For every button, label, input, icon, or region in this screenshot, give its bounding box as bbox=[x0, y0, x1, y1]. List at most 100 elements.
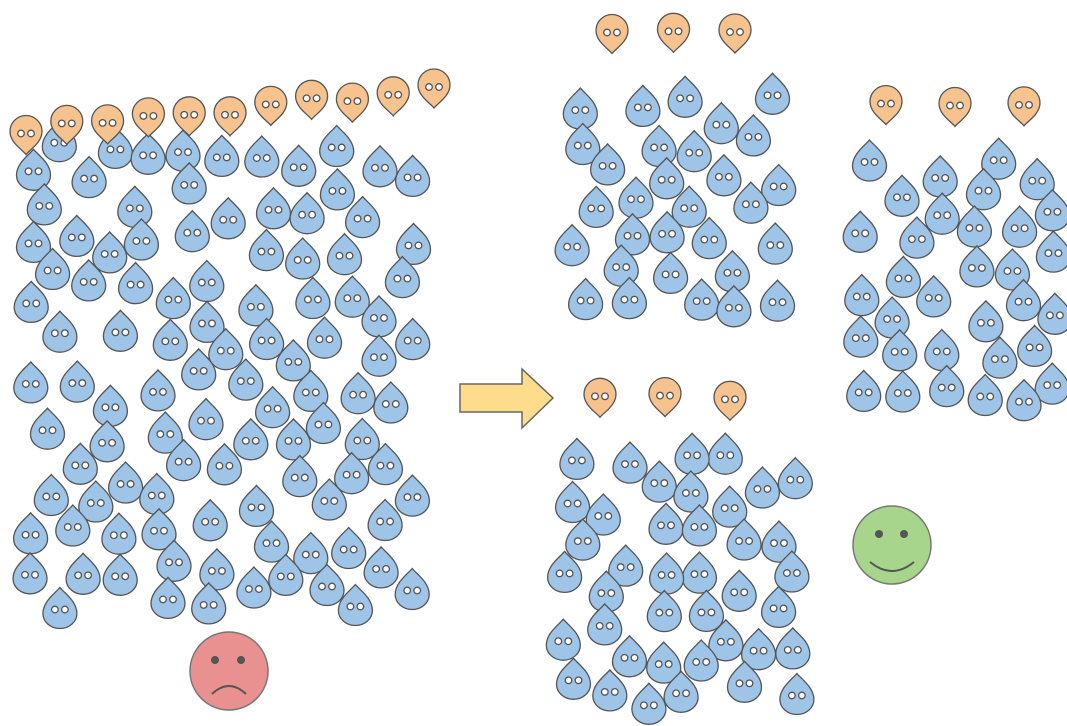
blue-drop-person-icon bbox=[649, 210, 685, 254]
blue-drop-person-icon bbox=[394, 154, 431, 198]
blue-drop-person-icon bbox=[208, 327, 244, 371]
blue-drop-person-icon bbox=[333, 451, 370, 495]
blue-drop-person-icon bbox=[631, 682, 667, 725]
blue-drop-person-icon bbox=[842, 210, 878, 253]
blue-drop-person-icon bbox=[238, 484, 275, 528]
left-team-managers bbox=[9, 68, 451, 156]
blue-drop-person-icon bbox=[12, 551, 48, 595]
blue-drop-person-icon bbox=[228, 358, 264, 401]
blue-drop-person-icon bbox=[362, 144, 398, 188]
blue-drop-person-icon bbox=[55, 503, 91, 547]
blue-drop-person-icon bbox=[42, 310, 78, 353]
blue-drop-person-icon bbox=[337, 583, 374, 627]
blue-drop-person-icon bbox=[1005, 278, 1042, 322]
blue-drop-person-icon bbox=[306, 316, 343, 359]
blue-drop-person-icon bbox=[171, 161, 207, 205]
blue-drop-person-icon bbox=[275, 417, 312, 461]
blue-drop-person-icon bbox=[843, 315, 879, 358]
blue-drop-person-icon bbox=[233, 417, 269, 461]
blue-drop-person-icon bbox=[716, 284, 752, 328]
blue-drop-person-icon bbox=[681, 551, 718, 594]
orange-head-person-icon bbox=[90, 104, 125, 145]
blue-drop-person-icon bbox=[340, 371, 376, 415]
blue-drop-person-icon bbox=[706, 153, 742, 197]
blue-drop-person-icon bbox=[394, 567, 430, 611]
blue-drop-person-icon bbox=[775, 626, 811, 670]
blue-drop-person-icon bbox=[779, 672, 815, 716]
blue-drop-person-icon bbox=[395, 222, 432, 266]
blue-drop-person-icon bbox=[384, 255, 421, 299]
blue-drop-person-icon bbox=[559, 437, 595, 481]
blue-drop-person-icon bbox=[275, 338, 311, 382]
orange-head-person-icon bbox=[376, 76, 410, 117]
blue-drop-person-icon bbox=[688, 589, 725, 633]
blue-drop-person-icon bbox=[922, 154, 958, 198]
blue-drop-person-icon bbox=[611, 276, 648, 320]
blue-drop-person-icon bbox=[140, 368, 176, 412]
right-arrow-icon bbox=[459, 367, 555, 430]
blue-drop-person-icon bbox=[1037, 292, 1067, 335]
blue-drop-person-icon bbox=[117, 185, 153, 228]
blue-drop-person-icon bbox=[567, 277, 604, 321]
blue-drop-person-icon bbox=[874, 295, 910, 339]
blue-drop-person-icon bbox=[565, 518, 601, 561]
blue-drop-person-icon bbox=[646, 589, 682, 633]
split-teams bbox=[545, 12, 1067, 725]
sad-face-icon bbox=[189, 631, 269, 711]
orange-head-person-icon bbox=[172, 96, 206, 137]
blue-drop-person-icon bbox=[89, 419, 125, 463]
blue-drop-person-icon bbox=[255, 186, 292, 230]
blue-drop-person-icon bbox=[956, 204, 993, 248]
blue-drop-person-icon bbox=[13, 280, 49, 324]
blue-drop-person-icon bbox=[15, 148, 52, 191]
blue-drop-person-icon bbox=[123, 217, 160, 261]
blue-drop-person-icon bbox=[34, 247, 71, 291]
blue-drop-person-icon bbox=[33, 473, 69, 517]
blue-drop-person-icon bbox=[254, 385, 291, 429]
orange-head-person-icon bbox=[50, 104, 84, 146]
orange-head-person-icon bbox=[294, 79, 329, 121]
blue-drop-person-icon bbox=[882, 328, 918, 372]
blue-drop-person-icon bbox=[916, 274, 952, 318]
blue-drop-person-icon bbox=[683, 638, 719, 682]
blue-drop-person-icon bbox=[367, 442, 404, 486]
blue-drop-person-icon bbox=[102, 553, 138, 596]
blue-drop-person-icon bbox=[554, 223, 590, 267]
blue-drop-person-icon bbox=[281, 144, 317, 187]
blue-drop-person-icon bbox=[101, 512, 137, 555]
blue-drop-person-icon bbox=[555, 657, 592, 700]
blue-drop-person-icon bbox=[663, 670, 699, 713]
blue-drop-person-icon bbox=[545, 618, 581, 661]
blue-drop-person-icon bbox=[585, 492, 621, 536]
blue-drop-person-icon bbox=[165, 129, 201, 172]
blue-drop-person-icon bbox=[156, 539, 192, 582]
blue-drop-person-icon bbox=[130, 132, 166, 175]
blue-drop-person-icon bbox=[71, 155, 107, 199]
blue-drop-person-icon bbox=[305, 401, 342, 445]
blue-drop-person-icon bbox=[244, 134, 280, 178]
blue-drop-person-icon bbox=[152, 318, 188, 361]
blue-drop-person-icon bbox=[189, 259, 225, 303]
blue-drop-person-icon bbox=[394, 474, 431, 517]
split-team-2 bbox=[842, 84, 1067, 422]
orange-head-person-icon bbox=[656, 12, 691, 54]
blue-drop-person-icon bbox=[282, 454, 318, 498]
blue-drop-person-icon bbox=[968, 299, 1004, 343]
blue-drop-person-icon bbox=[331, 526, 367, 570]
blue-drop-person-icon bbox=[562, 87, 598, 130]
blue-drop-person-icon bbox=[29, 407, 66, 450]
blue-drop-person-icon bbox=[846, 369, 882, 413]
blue-drop-person-icon bbox=[248, 317, 285, 361]
blue-drop-person-icon bbox=[565, 122, 601, 166]
blue-drop-person-icon bbox=[712, 485, 748, 528]
blue-drop-person-icon bbox=[165, 438, 202, 482]
blue-drop-person-icon bbox=[268, 553, 304, 597]
blue-drop-person-icon bbox=[1001, 205, 1038, 248]
blue-drop-person-icon bbox=[924, 328, 960, 372]
orange-head-person-icon bbox=[869, 84, 903, 126]
blue-drop-person-icon bbox=[618, 176, 654, 219]
orange-head-person-icon bbox=[213, 96, 247, 137]
blue-drop-person-icon bbox=[344, 417, 380, 461]
blue-drop-person-icon bbox=[311, 477, 347, 521]
blue-drop-person-icon bbox=[253, 520, 290, 563]
